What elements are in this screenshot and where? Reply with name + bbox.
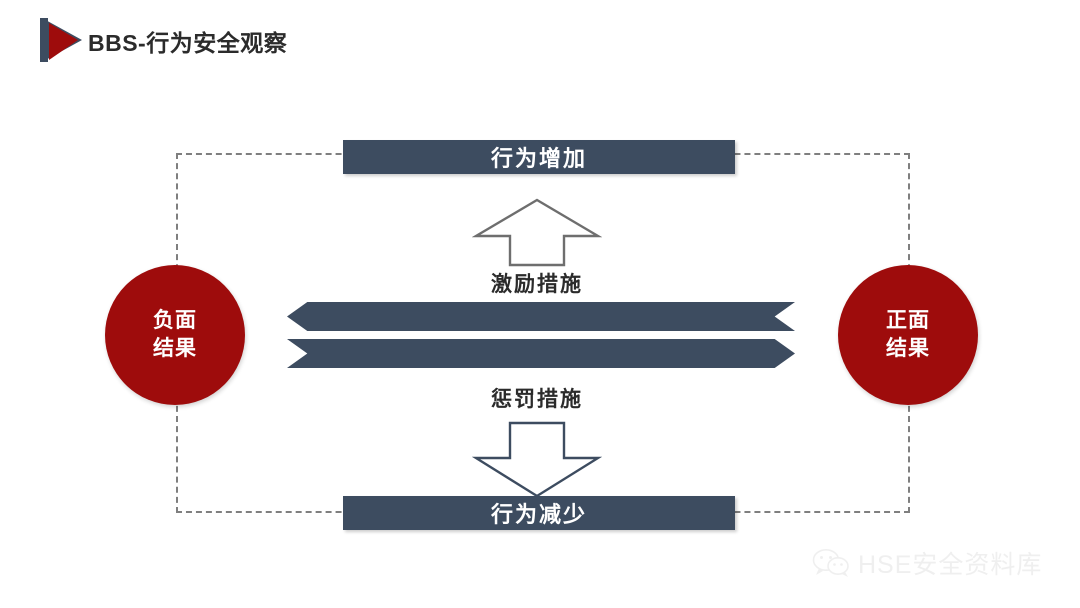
negative-result-line1: 负面 bbox=[153, 309, 197, 332]
positive-result-line1: 正面 bbox=[886, 309, 930, 332]
negative-result-circle: 负面 结果 bbox=[105, 265, 245, 405]
down-block-arrow-icon bbox=[472, 421, 602, 498]
positive-result-line2: 结果 bbox=[886, 337, 930, 360]
incentive-measure-label: 激励措施 bbox=[491, 273, 583, 296]
negative-result-line2: 结果 bbox=[153, 337, 197, 360]
left-chevron-arrow-icon bbox=[287, 302, 795, 331]
up-block-arrow-icon bbox=[472, 198, 602, 267]
watermark: HSE安全资料库 bbox=[812, 545, 1042, 581]
watermark-text: HSE安全资料库 bbox=[858, 551, 1043, 579]
punishment-measure-label: 惩罚措施 bbox=[491, 388, 583, 411]
slide-header: BBS-行为安全观察 bbox=[0, 0, 1080, 80]
wechat-logo-icon bbox=[812, 549, 849, 577]
triangle-play-logo-icon bbox=[40, 18, 82, 62]
positive-result-circle: 正面 结果 bbox=[838, 265, 978, 405]
right-chevron-arrow-icon bbox=[287, 339, 795, 368]
behavior-increase-bar: 行为增加 bbox=[343, 140, 735, 174]
page-title: BBS-行为安全观察 bbox=[88, 30, 288, 56]
behavior-decrease-bar: 行为减少 bbox=[343, 496, 735, 530]
